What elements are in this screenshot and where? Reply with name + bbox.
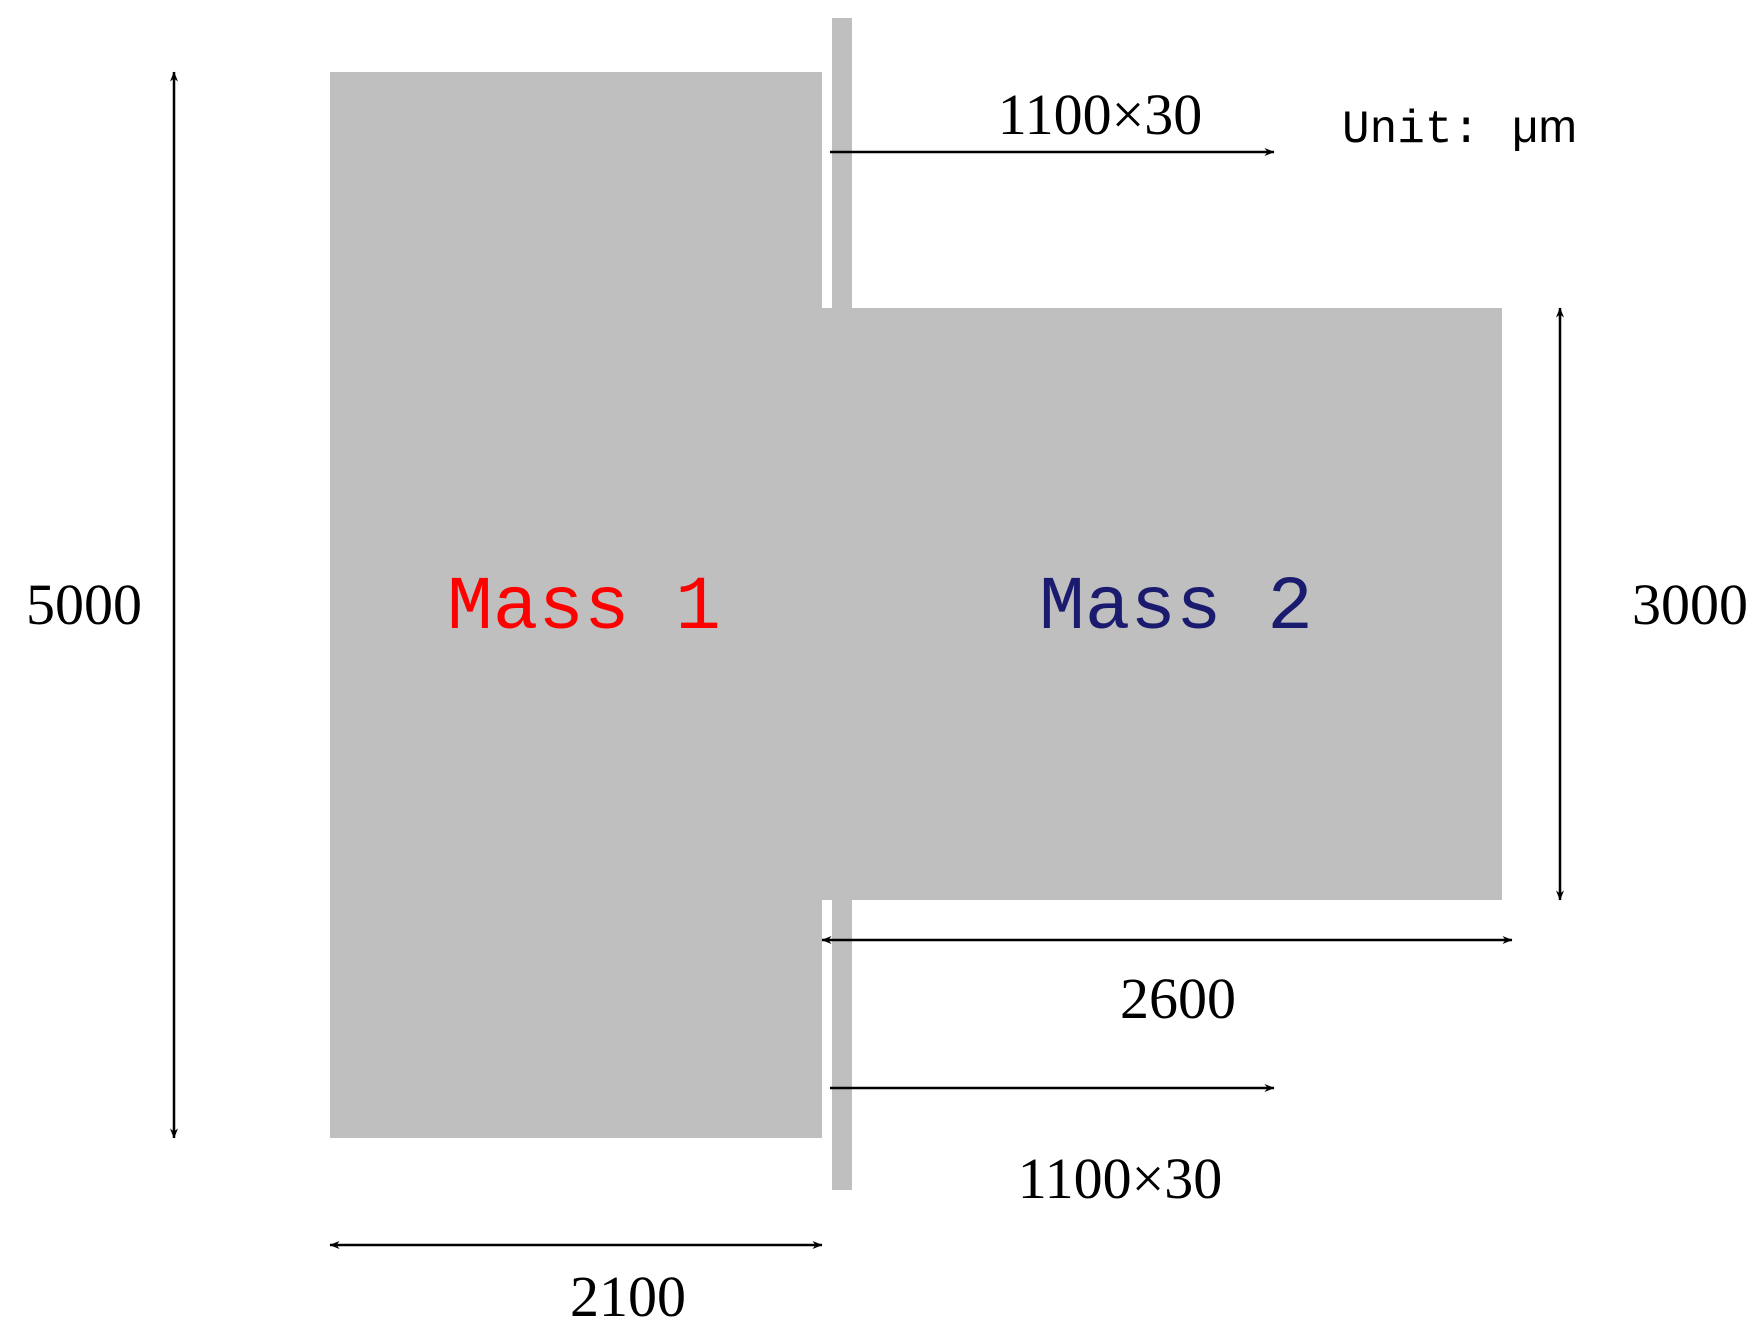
mass-2-block (822, 308, 1502, 900)
mass2-height-label: 3000 (1632, 572, 1748, 637)
mass1-height-label: 5000 (26, 572, 142, 637)
mass-1-block (330, 72, 822, 1138)
mass2-width-label: 2600 (1120, 966, 1236, 1031)
dimension-arrows (170, 71, 1564, 1249)
labels: Mass 1 Mass 2 5000 2100 3000 2600 1100×3… (26, 82, 1748, 1329)
bottom-beam-label: 1100×30 (1018, 1146, 1223, 1211)
top-beam (832, 18, 852, 308)
mass1-width-label: 2100 (570, 1264, 686, 1329)
unit-symbol: μm (1512, 100, 1577, 152)
top-beam-label: 1100×30 (998, 82, 1203, 147)
mass-1-label: Mass 1 (447, 565, 721, 651)
unit-label: Unit: (1342, 104, 1480, 156)
bottom-beam (832, 900, 852, 1190)
mass-2-label: Mass 2 (1039, 565, 1313, 651)
structure (330, 18, 1502, 1190)
